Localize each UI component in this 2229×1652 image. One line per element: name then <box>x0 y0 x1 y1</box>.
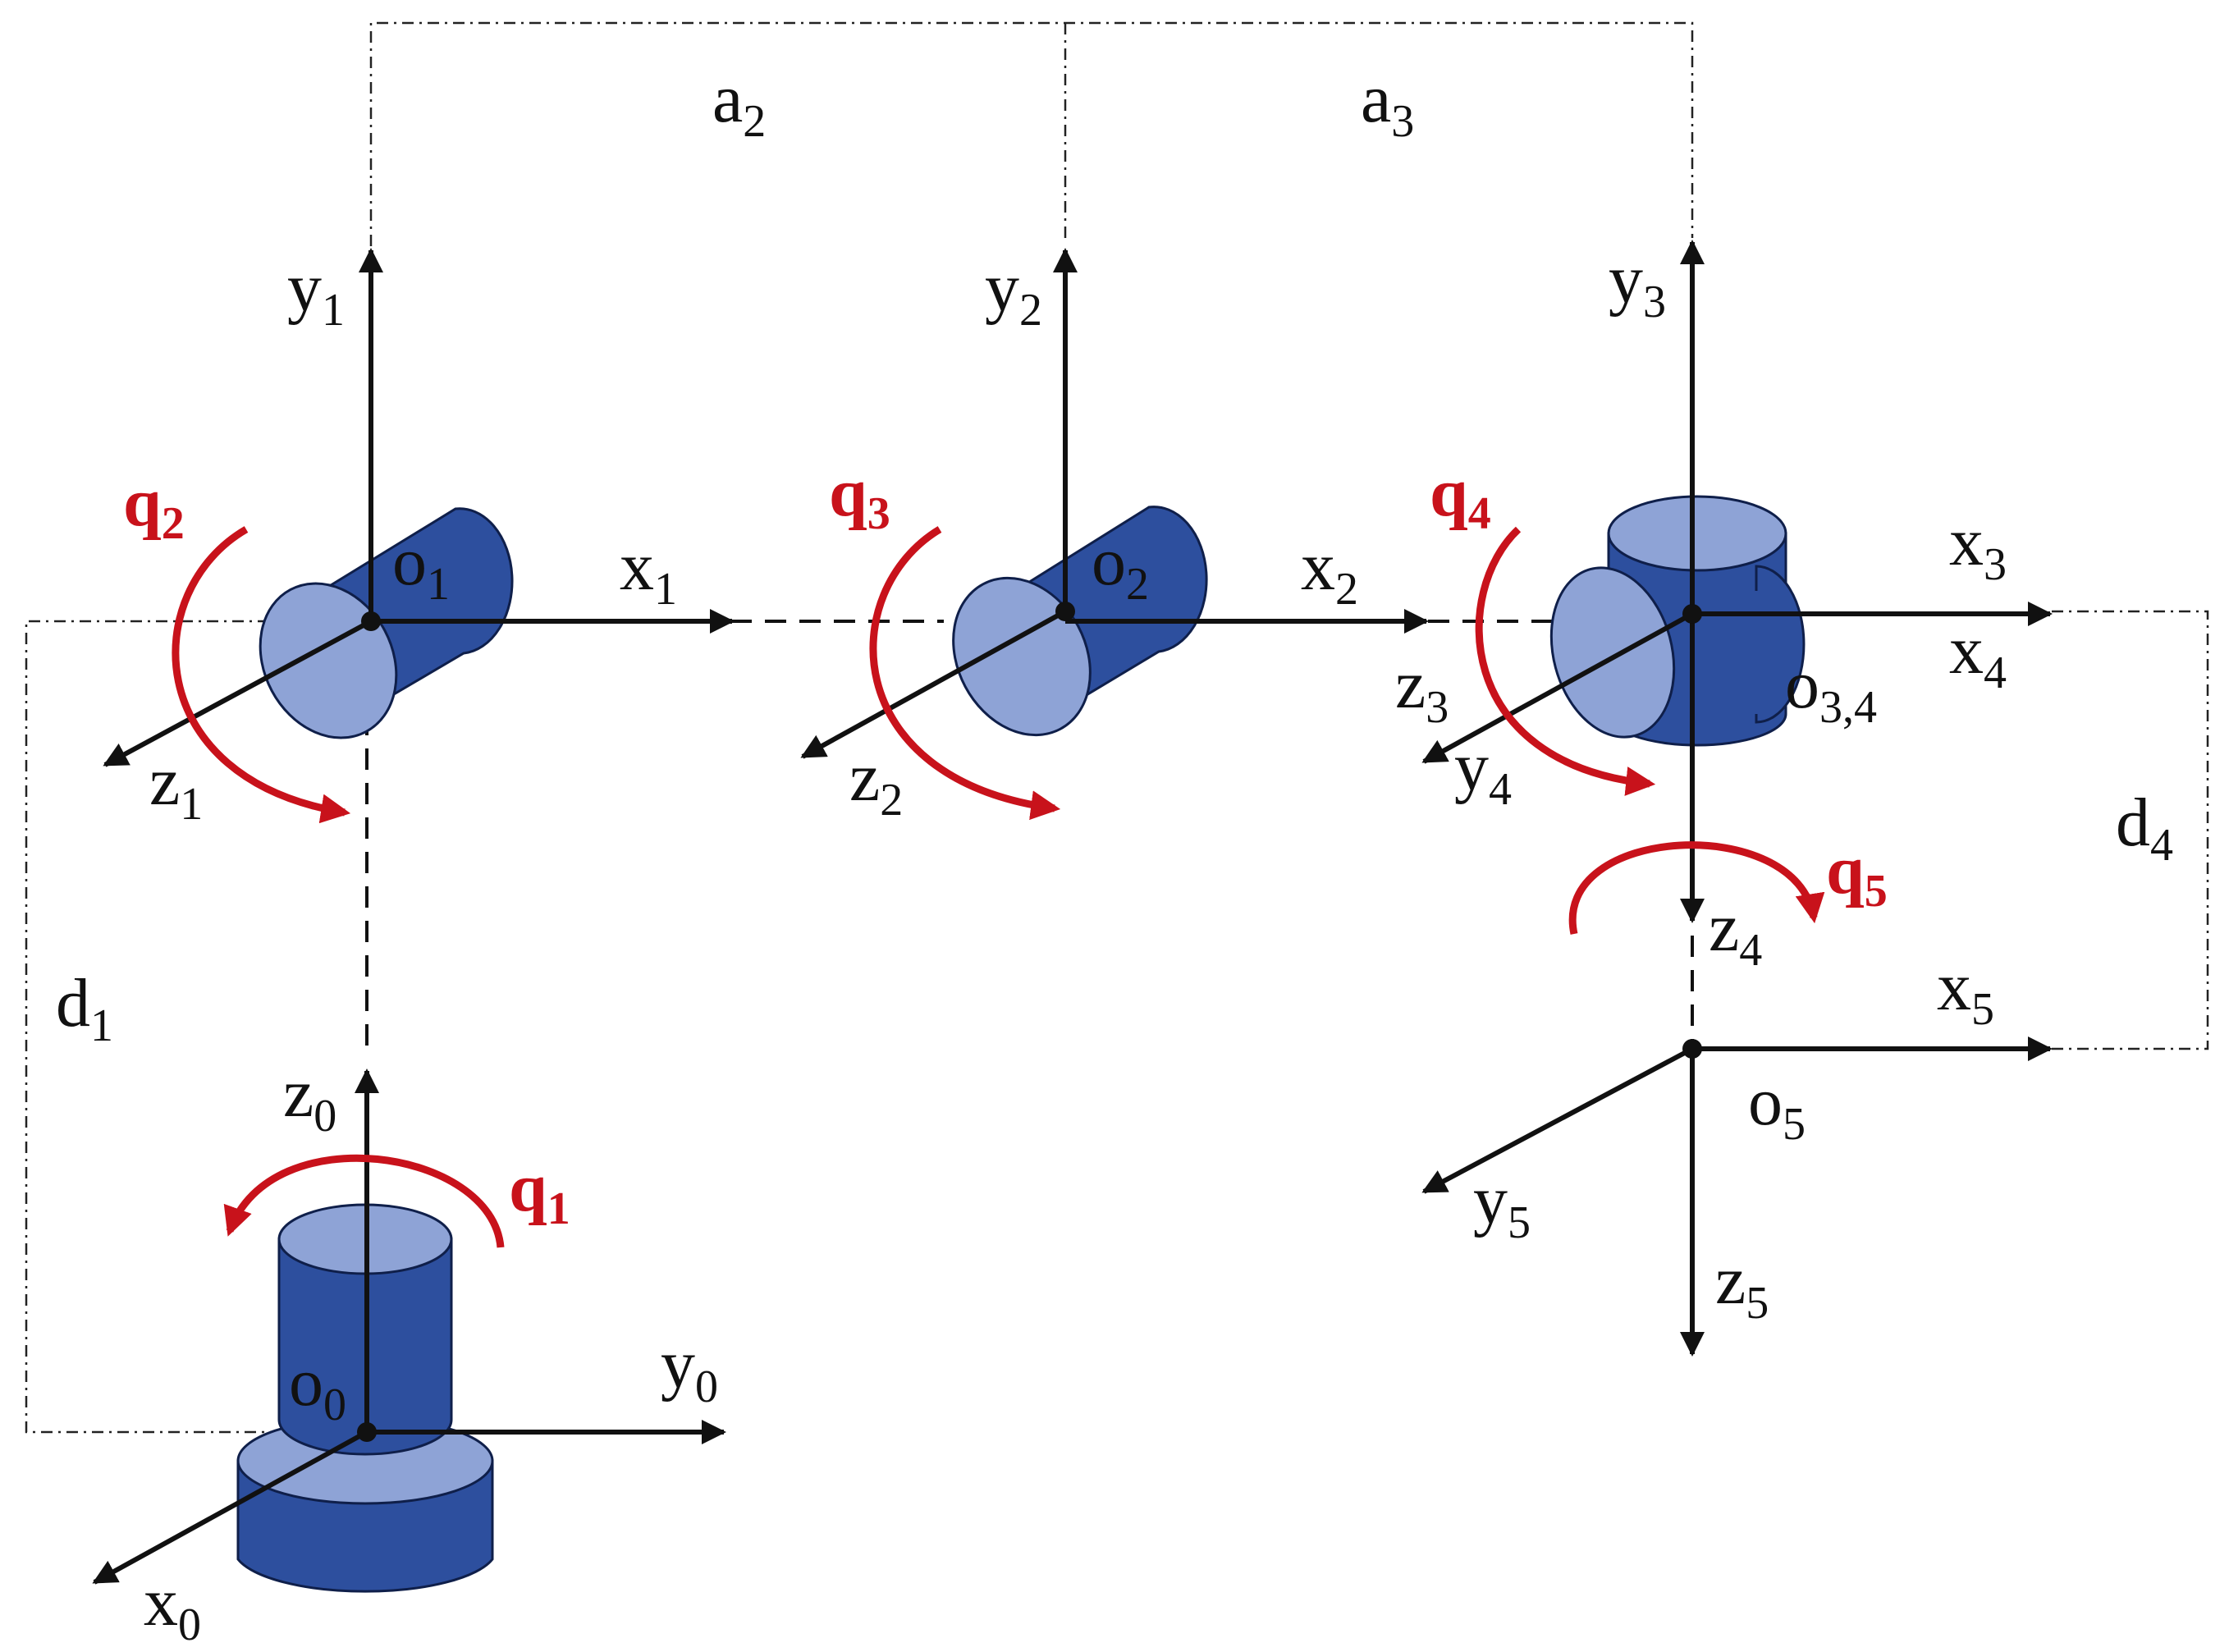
label-x2: x2 <box>1301 529 1358 615</box>
origin-dot-2 <box>1055 602 1075 621</box>
label-q4: q4 <box>1430 455 1491 539</box>
axis-x0 <box>92 1430 368 1585</box>
label-o1: o1 <box>392 524 450 610</box>
label-d1: d1 <box>56 965 113 1051</box>
dimension-lines <box>25 21 2209 1434</box>
label-q5: q5 <box>1826 832 1888 917</box>
rotation-arrow-q4 <box>1475 526 1656 796</box>
label-o2: o2 <box>1092 524 1149 610</box>
origin-dot-5 <box>1682 1039 1702 1059</box>
label-y4: y4 <box>1454 729 1512 815</box>
label-z4: z4 <box>1709 890 1762 976</box>
d1-bracket <box>25 620 371 1434</box>
axis-z1 <box>103 619 373 767</box>
label-q3: q3 <box>829 455 890 539</box>
label-z2: z2 <box>849 739 903 826</box>
origin-dot-0 <box>357 1422 377 1442</box>
label-a3: a3 <box>1361 61 1414 147</box>
label-y3: y3 <box>1609 241 1666 327</box>
joint-3-top <box>1607 495 1787 572</box>
label-d4: d4 <box>2116 785 2173 871</box>
label-x0: x0 <box>144 1564 201 1650</box>
label-o5: o5 <box>1748 1064 1806 1150</box>
axis-y5 <box>1421 1046 1694 1194</box>
label-y5: y5 <box>1473 1162 1531 1248</box>
origin-dot-1 <box>361 611 381 631</box>
label-a2: a2 <box>712 61 766 147</box>
joint-3-4-body <box>1549 495 1806 747</box>
axes <box>92 240 2053 1585</box>
label-y0: y0 <box>661 1326 718 1412</box>
axis-z3-y4 <box>1421 611 1694 764</box>
label-x5: x5 <box>1937 949 1994 1035</box>
label-q2: q2 <box>123 464 185 549</box>
a2-a3-bracket <box>369 21 1694 246</box>
origin-dot-34 <box>1682 604 1702 624</box>
label-z1: z1 <box>149 744 203 830</box>
rotation-arrows <box>172 526 1825 1248</box>
label-q1: q1 <box>509 1150 570 1234</box>
rotation-arrow-q1 <box>223 1154 505 1248</box>
label-z3: z3 <box>1395 647 1449 733</box>
rotation-arrow-q2 <box>172 526 351 824</box>
label-y1: y1 <box>287 249 345 336</box>
label-z5: z5 <box>1715 1242 1769 1329</box>
rotation-arrow-q5 <box>1568 841 1825 935</box>
label-y2: y2 <box>985 249 1042 336</box>
label-x4: x4 <box>1949 612 2007 698</box>
label-z0: z0 <box>283 1055 336 1142</box>
origin-dots <box>357 602 1702 1442</box>
label-o0: o0 <box>289 1344 346 1430</box>
joint-4-face <box>1549 566 1676 739</box>
label-x1: x1 <box>620 529 677 615</box>
label-o34: o3,4 <box>1785 647 1877 733</box>
label-x3: x3 <box>1949 504 2007 590</box>
rotation-arrow-q3 <box>869 526 1061 821</box>
axis-z2 <box>800 609 1067 759</box>
d4-bracket <box>2052 610 2209 1050</box>
